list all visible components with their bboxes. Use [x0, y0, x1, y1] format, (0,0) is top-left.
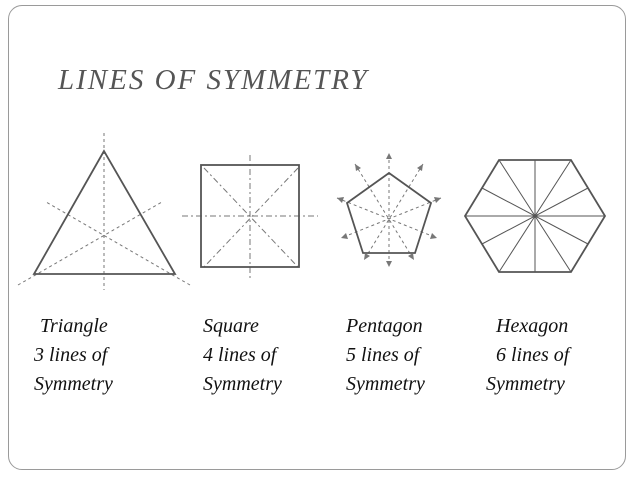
- triangle-caption: Triangle 3 lines of Symmetry: [34, 312, 154, 399]
- lines-count-label: 6 lines of: [496, 344, 570, 366]
- symmetry-label: Symmetry: [203, 373, 282, 395]
- triangle-figure: [17, 133, 191, 290]
- triangle-shape: [32, 149, 177, 275]
- lines-count-label: 5 lines of: [346, 344, 420, 366]
- pentagon-symmetry-line: [354, 163, 415, 261]
- square-figure: [182, 155, 318, 278]
- square-symmetry-line: [203, 167, 299, 268]
- shape-name: Triangle: [40, 315, 108, 337]
- lines-count-label: 4 lines of: [203, 344, 277, 366]
- pentagon-shape: [345, 171, 433, 254]
- hexagon-symmetry-lines: [465, 159, 605, 273]
- symmetry-label: Symmetry: [486, 373, 565, 395]
- shape-name: Square: [203, 315, 259, 337]
- pentagon-caption: Pentagon 5 lines of Symmetry: [346, 312, 466, 399]
- hexagon-figure: [463, 159, 607, 273]
- pentagon-arrowheads: [337, 153, 441, 267]
- triangle-symmetry-line: [17, 201, 163, 286]
- square-symmetry-line: [203, 167, 299, 268]
- pentagon-symmetry-line: [363, 163, 424, 261]
- triangle-symmetry-line: [45, 201, 191, 286]
- shape-name: Hexagon: [496, 315, 569, 337]
- slide-title: LINES OF SYMMETRY: [58, 64, 369, 96]
- symmetry-label: Symmetry: [346, 373, 425, 395]
- square-caption: Square 4 lines of Symmetry: [203, 312, 323, 399]
- hexagon-caption: Hexagon 6 lines of Symmetry: [486, 312, 606, 399]
- square-shape: [200, 164, 300, 268]
- pentagon-figure: [336, 153, 442, 267]
- shape-name: Pentagon: [346, 315, 423, 337]
- lines-count-label: 3 lines of: [34, 344, 108, 366]
- slide-frame: [8, 5, 626, 470]
- symmetry-label: Symmetry: [34, 373, 113, 395]
